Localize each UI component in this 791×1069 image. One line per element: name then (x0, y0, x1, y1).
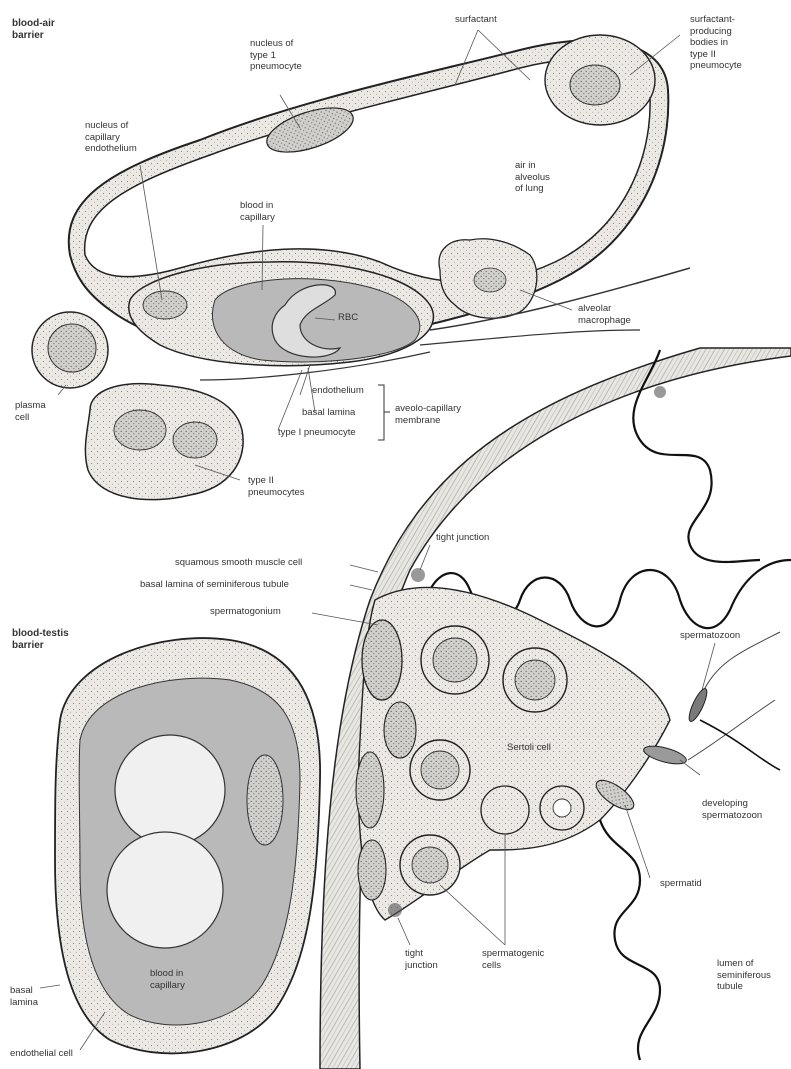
blood-air-panel (32, 30, 690, 500)
label-tight-junction-top: tight junction (436, 532, 489, 544)
rbc-upper (115, 735, 225, 845)
rbc-lower (107, 832, 223, 948)
label-tight-junction-bottom: tight junction (405, 948, 438, 971)
label-nucleus-type1: nucleus of type 1 pneumocyte (250, 38, 302, 73)
spermatogenic-cell (481, 786, 529, 834)
label-surfactant: surfactant (455, 14, 497, 26)
label-sertoli-cell: Sertoli cell (507, 742, 551, 754)
label-surfactant-bodies: surfactant- producing bodies in type II … (690, 14, 742, 72)
label-basal-lamina: basal lamina (302, 407, 355, 419)
label-spermatid: spermatid (660, 878, 702, 890)
label-rbc: RBC (338, 312, 358, 324)
label-plasma-cell: plasma cell (15, 400, 46, 423)
spermatogonium (362, 620, 402, 700)
label-blood-in-capillary: blood in capillary (240, 200, 275, 223)
label-air-in-alveolus: air in alveolus of lung (515, 160, 550, 195)
label-alveolar-macrophage: alveolar macrophage (578, 303, 631, 326)
type2-pneumocytes (85, 384, 243, 500)
blood-testis-heading: blood-testis barrier (12, 628, 69, 652)
label-blood-in-capillary-testis: blood in capillary (150, 968, 185, 991)
spermatozoon (686, 687, 710, 724)
label-nucleus-capillary: nucleus of capillary endothelium (85, 120, 137, 155)
label-endothelial-cell: endothelial cell (10, 1048, 73, 1060)
label-basal-lamina-capillary: basal lamina (10, 985, 38, 1008)
label-spermatozoon: spermatozoon (680, 630, 740, 642)
label-spermatogonium: spermatogonium (210, 606, 281, 618)
type2-nucleus-top (570, 65, 620, 105)
blood-air-heading: blood-air barrier (12, 18, 55, 42)
label-type1-pneumocyte: type I pneumocyte (278, 427, 356, 439)
label-spermatogenic-cells: spermatogenic cells (482, 948, 544, 971)
label-type2-pneumocytes: type II pneumocytes (248, 475, 305, 498)
label-basal-lamina-tubule: basal lamina of seminiferous tubule (140, 579, 289, 591)
label-lumen: lumen of seminiferous tubule (717, 958, 771, 993)
label-squamous-muscle: squamous smooth muscle cell (175, 557, 302, 569)
label-endothelium: endothelium (312, 385, 364, 397)
label-developing-spermatozoon: developing spermatozoon (702, 798, 762, 821)
label-membrane: aveolo-capillary membrane (395, 403, 461, 426)
